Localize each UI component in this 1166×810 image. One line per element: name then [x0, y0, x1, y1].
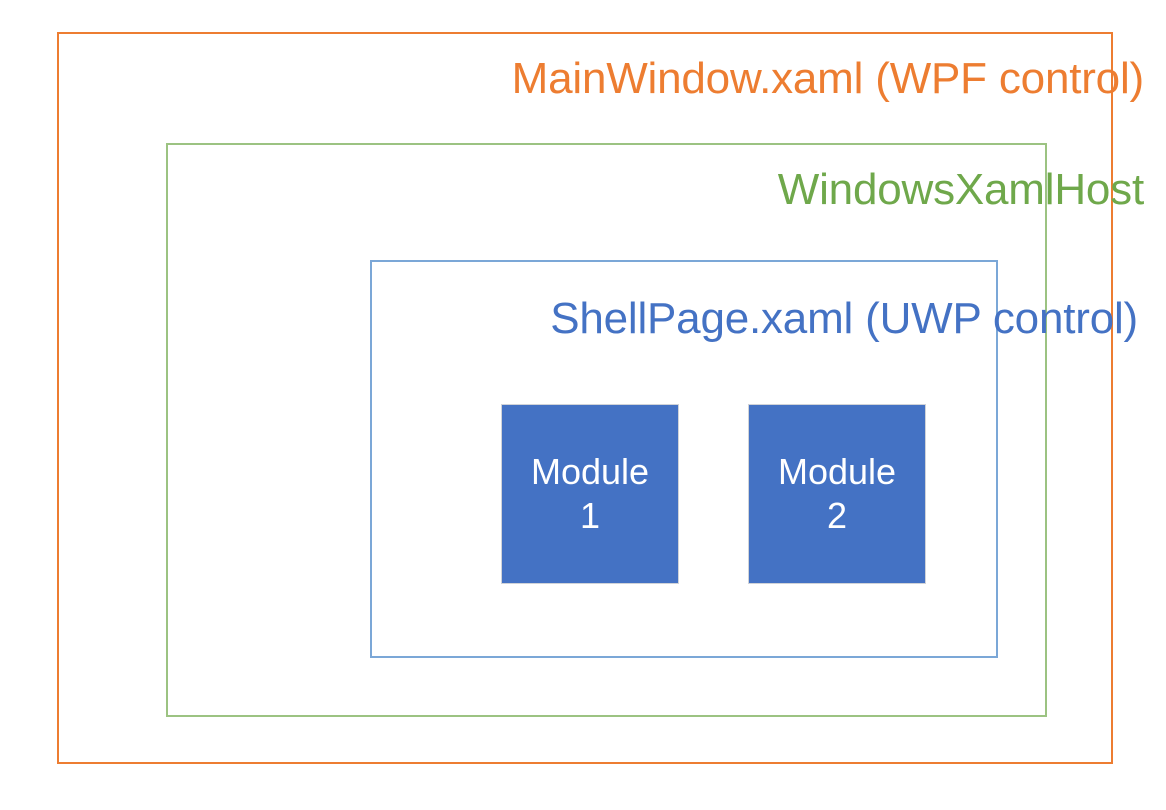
container-shellpage-uwp [370, 260, 998, 658]
container-shellpage-label: ShellPage.xaml (UWP control) [550, 294, 1138, 343]
module-box-2: Module 2 [748, 404, 926, 584]
module-box-1-line2: 1 [579, 495, 601, 536]
container-mainwindow-wpf [57, 32, 1113, 764]
module-box-2-line2: 2 [826, 495, 848, 536]
module-box-2-line1: Module [777, 451, 897, 493]
module-box-1: Module 1 [501, 404, 679, 584]
module-box-1-line1: Module [530, 451, 650, 493]
container-mainwindow-label: MainWindow.xaml (WPF control) [511, 54, 1145, 103]
container-windowsxamlhost-label: WindowsXamlHost [777, 165, 1144, 214]
container-windowsxamlhost [166, 143, 1047, 717]
